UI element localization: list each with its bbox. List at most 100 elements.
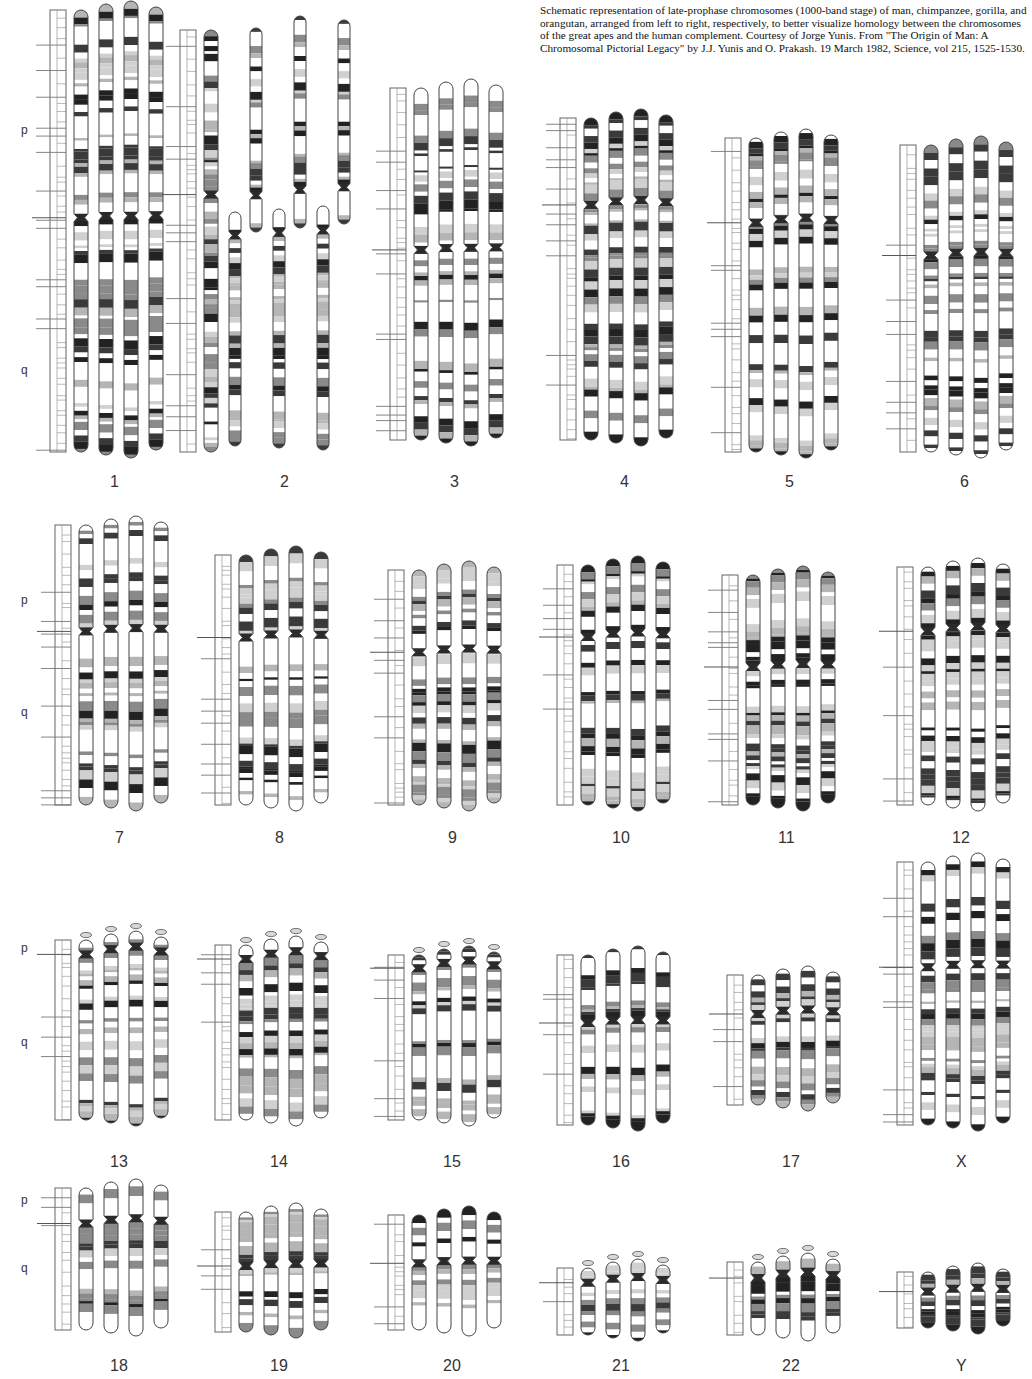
chromosome-band: [149, 378, 163, 385]
chromosome-band: [317, 386, 329, 391]
chromosome-band: [999, 191, 1013, 198]
chromosome-band: [749, 297, 763, 305]
chromosome-band: [204, 244, 218, 252]
chromosome-band: [609, 131, 623, 138]
chromosome-band: [79, 719, 93, 722]
chromosome-band: [79, 659, 93, 668]
chromosome-band: [439, 285, 453, 293]
chromosome-band: [824, 252, 838, 259]
chromosome-band: [317, 378, 329, 386]
chromosome-band: [414, 303, 428, 306]
ruler-tick: [567, 438, 576, 439]
chromosome-band: [250, 223, 262, 227]
chromosome-band: [464, 170, 478, 177]
chromosome-band: [229, 390, 241, 396]
chromosome-band: [439, 419, 453, 426]
ruler-tick: [907, 307, 916, 308]
ruler-tick: [62, 770, 71, 771]
chromosome-band: [799, 230, 813, 232]
ruler-tick: [907, 440, 916, 441]
chromosome-band: [774, 380, 788, 388]
chromosome-band: [949, 362, 963, 369]
ruler-tick: [41, 790, 71, 791]
chromosome-band: [124, 118, 138, 125]
chromosome-band: [489, 274, 503, 279]
chromosome-band: [749, 412, 763, 420]
ruler-tick: [397, 314, 406, 315]
chromosome-band: [124, 147, 138, 155]
chromosome-band: [79, 587, 93, 591]
chromosome-band: [634, 437, 648, 446]
chromosome-band: [949, 433, 963, 439]
chromosome-band: [99, 438, 113, 444]
chromosome-band: [584, 350, 598, 354]
chromosome-band: [824, 154, 838, 158]
chromosome-band: [79, 538, 93, 544]
chromosome-band: [464, 84, 478, 91]
chromosome-band: [999, 174, 1013, 183]
chromosome-band: [294, 201, 306, 209]
chromosome-band: [204, 268, 218, 271]
chromosome-band: [99, 4, 113, 12]
chromosome-band: [489, 394, 503, 398]
chromosome-band: [294, 61, 306, 65]
chromosome-band: [464, 129, 478, 136]
ruler-tick: [36, 220, 66, 221]
chromosome-band: [659, 295, 673, 302]
ruler-tick: [57, 410, 66, 411]
chromosome-band: [659, 180, 673, 182]
chromosome-band: [124, 184, 138, 192]
chromosome-band: [250, 79, 262, 87]
chromosome-band: [294, 175, 306, 179]
ruler-tick: [62, 762, 71, 763]
chromosome-band: [924, 285, 938, 289]
chromosome-band: [149, 350, 163, 355]
chromosome-band: [124, 254, 138, 263]
chromosome-band: [974, 359, 988, 363]
chromosome-band: [79, 561, 93, 565]
chromosome-band: [229, 385, 241, 390]
chromosome-band: [999, 439, 1013, 442]
chromosome-band: [824, 273, 838, 278]
ruler-tick: [62, 584, 71, 585]
chromosome-band: [999, 226, 1013, 229]
chromosome-band: [74, 10, 88, 18]
chromosome-band: [464, 167, 478, 170]
ruler-tick: [57, 304, 66, 305]
chromosome-band: [464, 275, 478, 280]
chromosome-band: [79, 610, 93, 615]
chromosome-band: [489, 117, 503, 125]
chromosome-band: [924, 234, 938, 237]
chromosome-band: [124, 61, 138, 65]
ruler-tick: [166, 106, 196, 107]
chromosome-band: [464, 435, 478, 441]
chromosome-band: [659, 395, 673, 399]
chromosome-band: [317, 266, 329, 273]
chromosome-band: [149, 417, 163, 419]
chromosome-band: [317, 423, 329, 430]
centromere: [974, 248, 988, 256]
chromosome-band: [799, 441, 813, 446]
chromosome-band: [999, 314, 1013, 321]
chromosome-band: [74, 294, 88, 299]
ruler-tick: [397, 326, 406, 327]
ruler-tick: [187, 258, 196, 259]
ruler-tick: [166, 298, 196, 299]
ruler-tick: [907, 418, 916, 419]
chromosome-band: [949, 391, 963, 397]
chromosome-band: [317, 330, 329, 334]
chromosome-band: [799, 416, 813, 425]
chromosome-band: [204, 440, 218, 442]
chromosome-band: [609, 119, 623, 123]
chromosome-band: [659, 133, 673, 140]
chromosome-band: [229, 297, 241, 300]
chromosome-band: [464, 271, 478, 275]
chromosome-band: [273, 216, 285, 221]
chromosome-band: [584, 241, 598, 246]
chromosome-band: [999, 257, 1013, 260]
chromosome-band: [439, 354, 453, 362]
chromosome-band: [749, 192, 763, 199]
chromosome-band: [584, 354, 598, 361]
chromosome-band: [489, 303, 503, 308]
